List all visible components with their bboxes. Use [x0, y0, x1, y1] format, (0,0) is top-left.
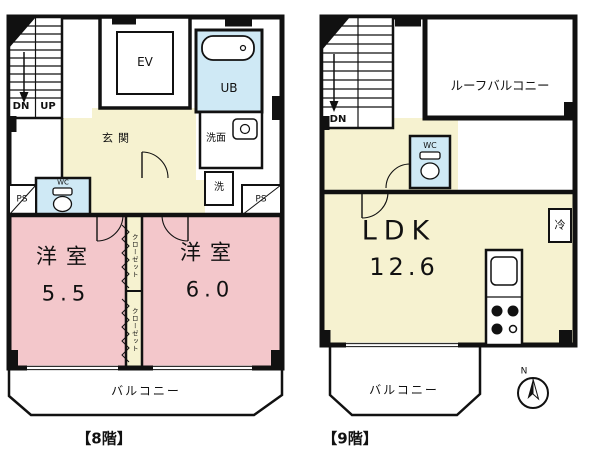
- door-swing-icon: [141, 151, 169, 179]
- bedroom-b-name: 洋室: [180, 240, 240, 265]
- balcony-wall-9f: [328, 345, 482, 417]
- closet-a-label: クローゼット: [130, 233, 139, 279]
- roof-balcony-label: ルーフバルコニー: [450, 77, 550, 93]
- stairs-up-label-8f: UP: [40, 101, 56, 112]
- ldk-area: [322, 192, 575, 345]
- window-icon: [346, 342, 458, 348]
- washroom-area: [198, 110, 264, 170]
- compass-icon: [517, 377, 549, 409]
- washroom-label: 洗面: [206, 133, 226, 144]
- stairs-dn-label-9f: DN: [329, 114, 347, 125]
- laundry-box: [204, 171, 234, 206]
- balcony-label-9f: バルコニー: [369, 383, 439, 397]
- ps-right-box: [241, 184, 282, 216]
- hall-area: [62, 118, 92, 180]
- floor-9-label: 【9階】: [322, 429, 378, 448]
- floor-8-label: 【8階】: [76, 429, 132, 448]
- folding-door-icon: [121, 298, 130, 363]
- ldk-name: LDK: [361, 215, 437, 247]
- door-swing-icon: [361, 191, 389, 219]
- laundry-label: 洗: [214, 182, 224, 193]
- door-swing-icon: [385, 163, 411, 189]
- stairs-8f-icon: [7, 15, 64, 120]
- compass-n-label: N: [520, 366, 528, 377]
- elevator-room: [98, 15, 192, 110]
- window-icon: [27, 365, 252, 371]
- bedroom-a-name: 洋室: [36, 244, 96, 269]
- wc-label-8f: WC: [57, 178, 69, 187]
- bedroom-b-area: [142, 215, 281, 368]
- balcony-wall-8f: [7, 368, 284, 417]
- wc-label-9f: WC: [423, 141, 437, 150]
- corridor-area: [90, 180, 205, 215]
- elevator-label: EV: [137, 55, 153, 69]
- pillar: [6, 14, 284, 368]
- roof-balcony-wall: [422, 14, 578, 121]
- ldk-size: 12.6: [369, 253, 439, 281]
- kitchen-counter: [484, 248, 524, 347]
- ps-right-label: PS: [255, 194, 267, 205]
- entrance-area: [92, 108, 196, 180]
- refrigerator-label: 冷: [554, 218, 566, 232]
- floor-8-plan: [6, 14, 285, 417]
- balcony-label-8f: バルコニー: [111, 384, 181, 398]
- ps-left-box: [8, 184, 37, 216]
- floor-9-plan: [319, 14, 578, 417]
- bedroom-a-area: [9, 215, 126, 368]
- stairs-dn-label-8f: DN: [12, 101, 30, 112]
- stove-icon: [491, 305, 519, 335]
- pillar: [319, 14, 575, 345]
- door-swing-icon: [96, 214, 124, 242]
- bathtub-icon: [201, 35, 255, 61]
- folding-door-icon: [121, 224, 130, 289]
- bedroom-a-size: 5.5: [41, 281, 91, 306]
- bedroom-b-size: 6.0: [185, 277, 235, 302]
- sink-icon: [232, 118, 258, 140]
- closet-b-label: クローゼット: [130, 307, 139, 353]
- toilet-icon-9f: [419, 151, 441, 180]
- toilet-icon-8f: [52, 187, 73, 213]
- ps-left-label: PS: [16, 194, 28, 205]
- door-swing-icon: [161, 214, 189, 242]
- refrigerator-box: [548, 208, 572, 243]
- unit-bath-label: UB: [220, 81, 238, 95]
- stairs-9f-icon: [320, 15, 395, 130]
- kitchen-sink-icon: [490, 256, 518, 286]
- entrance-label: 玄関: [102, 131, 134, 145]
